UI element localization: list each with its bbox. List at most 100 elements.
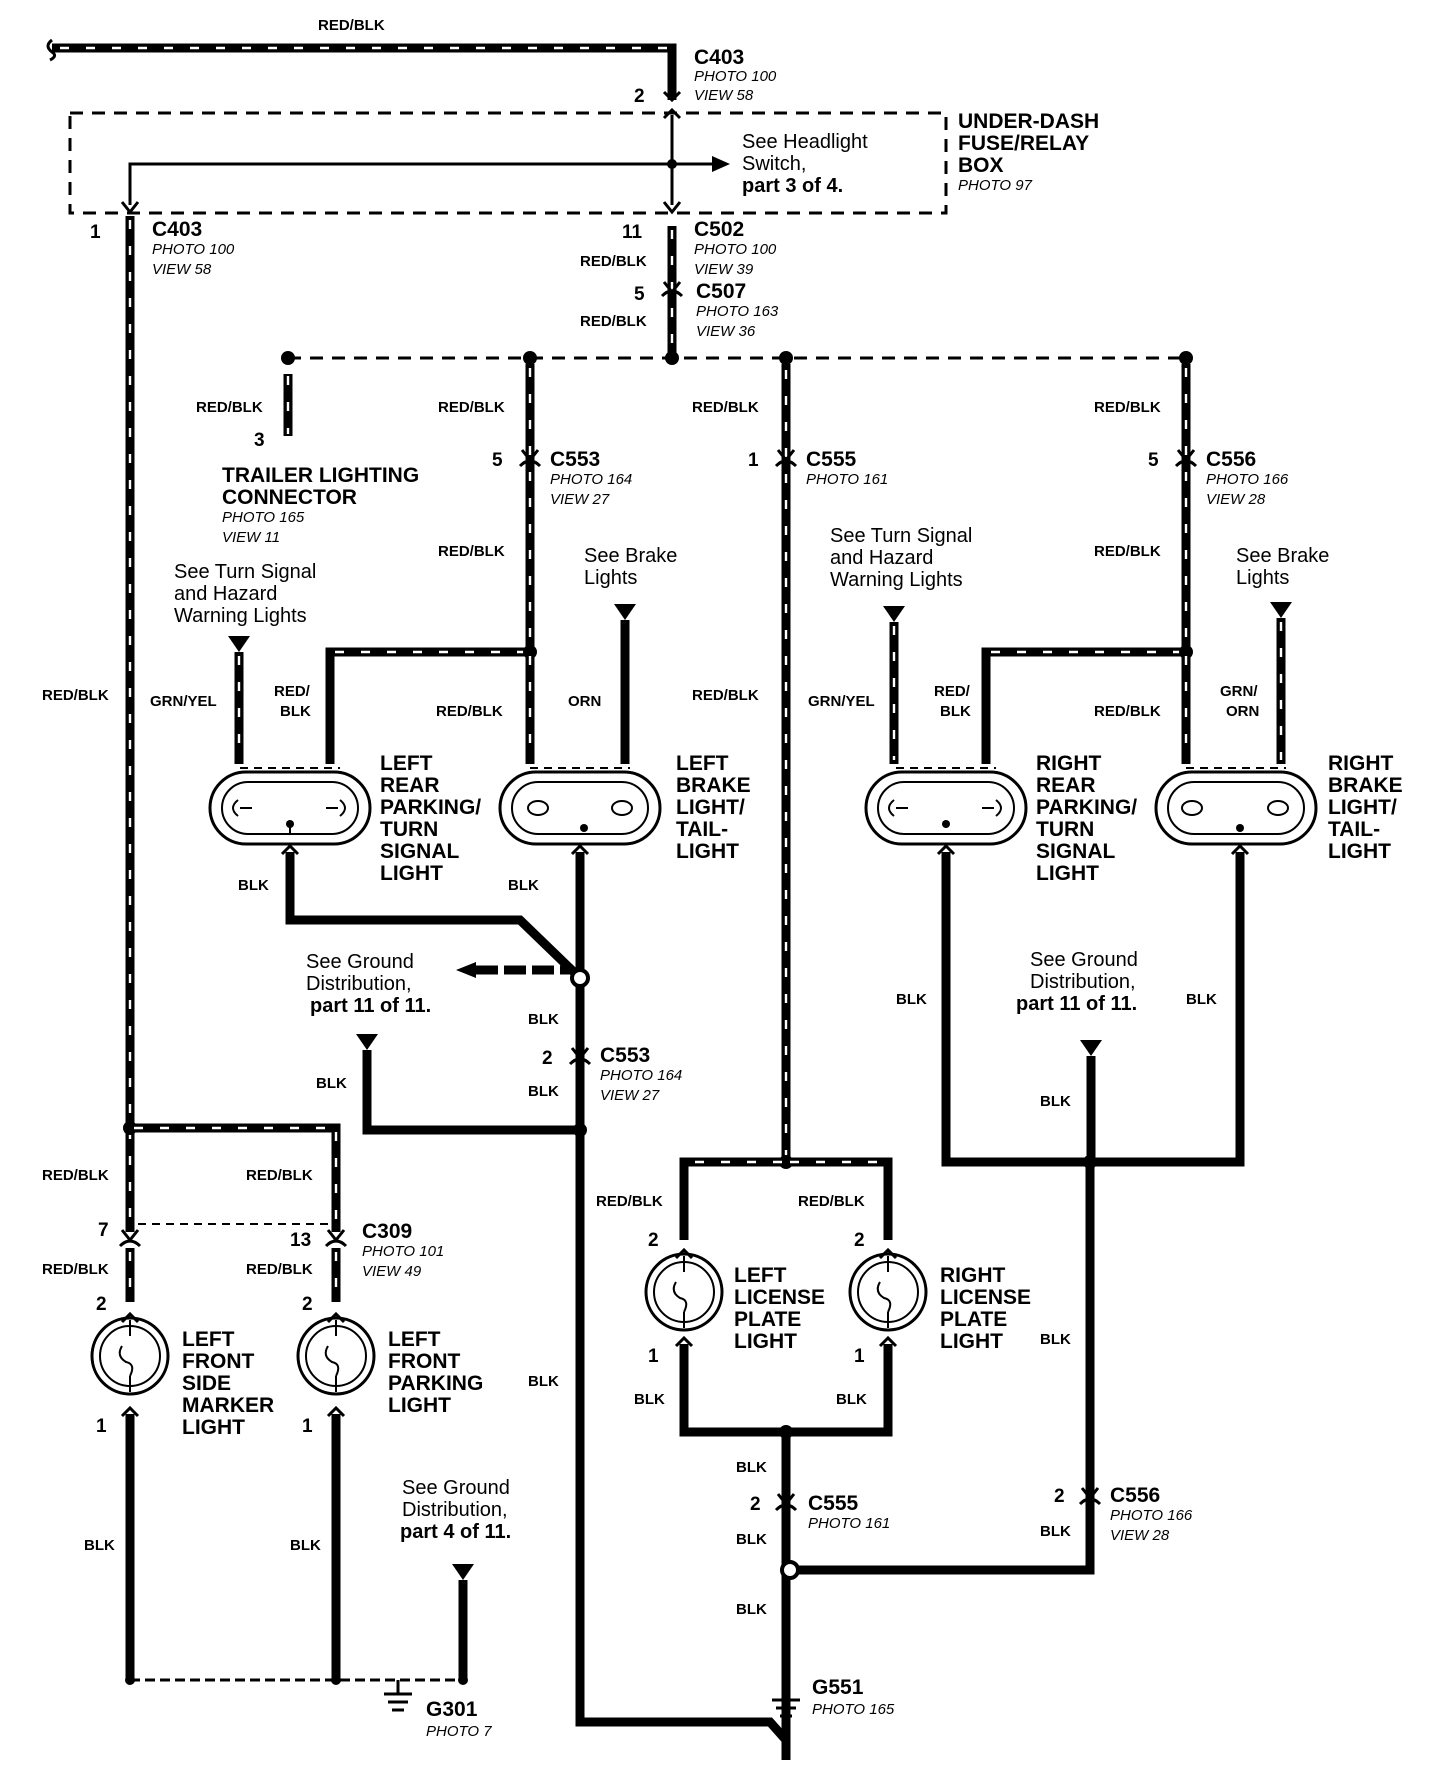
c502-pin: 11 xyxy=(622,222,643,243)
c553-bottom-pin: 2 xyxy=(542,1048,553,1069)
c502-wire-color: RED/BLK xyxy=(580,253,647,270)
fuse-box-label-1: UNDER-DASH xyxy=(958,110,1099,133)
left-license-plate-light: LEFT LICENSE PLATE LIGHT xyxy=(644,1247,825,1353)
c555-bottom-lower-color: BLK xyxy=(736,1531,767,1548)
g551-label: G551 xyxy=(812,1676,864,1699)
ground-return-color: BLK xyxy=(316,1075,347,1092)
left-license-label-3: PLATE xyxy=(734,1308,801,1331)
right-long-ground-color: BLK xyxy=(1040,1331,1071,1348)
c556-bottom-view: VIEW 28 xyxy=(1110,1527,1170,1544)
c403-left-label: C403 xyxy=(152,218,202,241)
turn-signal-left-arrow-icon xyxy=(228,636,250,652)
right-brake-feed-color: RED/BLK xyxy=(1094,703,1161,720)
trailer-pin: 3 xyxy=(254,430,265,451)
right-rear-ground-color: BLK xyxy=(896,991,927,1008)
side-marker-label-3: SIDE xyxy=(182,1372,231,1395)
left-brake-ground-color: BLK xyxy=(508,877,539,894)
left-brake-long-ground-color: BLK xyxy=(528,1373,559,1390)
c507-wire-color: RED/BLK xyxy=(580,313,647,330)
left-rear-label-1: LEFT xyxy=(380,752,433,775)
right-rear-jumper-color-2: BLK xyxy=(940,703,971,720)
rear-ground-wires: BLK BLK BLK See Ground Distribution, par… xyxy=(238,843,1250,1743)
side-marker-feed-color-1: RED/BLK xyxy=(42,1167,109,1184)
c309-left-pin: 7 xyxy=(98,1220,109,1241)
right-brake-label-1: RIGHT xyxy=(1328,752,1394,775)
left-rear-parking-turn-light: LEFT REAR PARKING/ TURN SIGNAL LIGHT xyxy=(208,752,481,885)
c403-left-photo: PHOTO 100 xyxy=(152,241,235,258)
left-license-label-4: LIGHT xyxy=(734,1330,797,1353)
right-rear-label-2: REAR xyxy=(1036,774,1096,797)
side-marker-pin-2: 2 xyxy=(96,1294,107,1315)
c403-top-pin: 2 xyxy=(634,86,645,107)
ground-note-b-2: Distribution, xyxy=(1030,971,1136,993)
c556-lower-wire-color: RED/BLK xyxy=(1094,543,1161,560)
c553-top-view: VIEW 27 xyxy=(550,491,610,508)
trailer-photo: PHOTO 165 xyxy=(222,509,305,526)
brake-left-arrow-icon xyxy=(614,604,636,620)
left-license-feed-color: RED/BLK xyxy=(596,1193,663,1210)
left-rear-label-2: REAR xyxy=(380,774,440,797)
parking-ground-color: BLK xyxy=(290,1537,321,1554)
left-front-side-marker-light: LEFT FRONT SIDE MARKER LIGHT xyxy=(90,1311,274,1439)
right-license-pin-1: 1 xyxy=(854,1346,865,1367)
parking-feed-color-2: RED/BLK xyxy=(246,1261,313,1278)
ground-note-a-2: Distribution, xyxy=(306,973,412,995)
c555-top-label: C555 xyxy=(806,448,857,471)
box-connector-labels: 1 C403 PHOTO 100 VIEW 58 11 C502 PHOTO 1… xyxy=(90,218,779,340)
right-brake-grn-color-1: GRN/ xyxy=(1220,683,1258,700)
c309-view: VIEW 49 xyxy=(362,1263,422,1280)
left-brake-label-1: LEFT xyxy=(676,752,729,775)
right-brake-label-3: LIGHT/ xyxy=(1328,796,1397,819)
c555-upper-wire-color: RED/BLK xyxy=(692,399,759,416)
brake-note-right-2: Lights xyxy=(1236,567,1289,589)
c403-top-view: VIEW 58 xyxy=(694,87,754,104)
c507-pin: 5 xyxy=(634,284,645,305)
ground-return-arrow-icon xyxy=(356,1034,378,1050)
c556-top-view: VIEW 28 xyxy=(1206,491,1266,508)
c502-view: VIEW 39 xyxy=(694,261,754,278)
c507-photo: PHOTO 163 xyxy=(696,303,779,320)
trailer-wire-color: RED/BLK xyxy=(196,399,263,416)
c553-bottom-label: C553 xyxy=(600,1044,650,1067)
right-brake-label-4: TAIL- xyxy=(1328,818,1380,841)
rear-lamp-feed-wires: See Turn Signal and Hazard Warning Light… xyxy=(150,525,1329,764)
side-marker-label-4: MARKER xyxy=(182,1394,274,1417)
g551-photo: PHOTO 165 xyxy=(812,1701,895,1718)
side-marker-label-5: LIGHT xyxy=(182,1416,245,1439)
c556-top-photo: PHOTO 166 xyxy=(1206,471,1289,488)
right-brake-ground-color: BLK xyxy=(1186,991,1217,1008)
left-rear-label-6: LIGHT xyxy=(380,862,443,885)
right-brake-label-5: LIGHT xyxy=(1328,840,1391,863)
ground-front-arrow-icon xyxy=(452,1564,474,1580)
left-rear-ground-color: BLK xyxy=(238,877,269,894)
ground-note-c-2: Distribution, xyxy=(402,1499,508,1521)
right-rear-label-1: RIGHT xyxy=(1036,752,1102,775)
c555-bottom-label: C555 xyxy=(808,1492,859,1515)
left-brake-label-5: LIGHT xyxy=(676,840,739,863)
c507-label: C507 xyxy=(696,280,746,303)
parking-label-3: PARKING xyxy=(388,1372,483,1395)
brake-note-left-1: See Brake xyxy=(584,545,677,567)
feed-wire: RED/BLK C403 PHOTO 100 VIEW 58 2 xyxy=(46,17,777,107)
left-brake-label-2: BRAKE xyxy=(676,774,751,797)
ground-note-c-3: part 4 of 11. xyxy=(400,1521,511,1543)
feed-wire-color: RED/BLK xyxy=(318,17,385,34)
turn-note-left-3: Warning Lights xyxy=(174,605,307,627)
ground-right-arrow-icon xyxy=(1080,1040,1102,1056)
fuse-box-internal-wiring: See Headlight Switch, part 3 of 4. xyxy=(120,107,868,215)
parking-pin-1: 1 xyxy=(302,1416,313,1437)
c556-bottom-wire-color: BLK xyxy=(1040,1523,1071,1540)
right-license-ground-color: BLK xyxy=(836,1391,867,1408)
brake-note-left-2: Lights xyxy=(584,567,637,589)
trailer-label-1: TRAILER LIGHTING xyxy=(222,464,419,487)
ground-note-b-1: See Ground xyxy=(1030,949,1138,971)
c555-top-photo: PHOTO 161 xyxy=(806,471,888,488)
c553-top-photo: PHOTO 164 xyxy=(550,471,632,488)
ground-note-a-1: See Ground xyxy=(306,951,414,973)
left-brake-label-4: TAIL- xyxy=(676,818,728,841)
trailer-view: VIEW 11 xyxy=(222,529,280,546)
left-front-parking-light: LEFT FRONT PARKING LIGHT xyxy=(296,1311,483,1417)
right-license-label-4: LIGHT xyxy=(940,1330,1003,1353)
left-rear-jumper-color-2: BLK xyxy=(280,703,311,720)
